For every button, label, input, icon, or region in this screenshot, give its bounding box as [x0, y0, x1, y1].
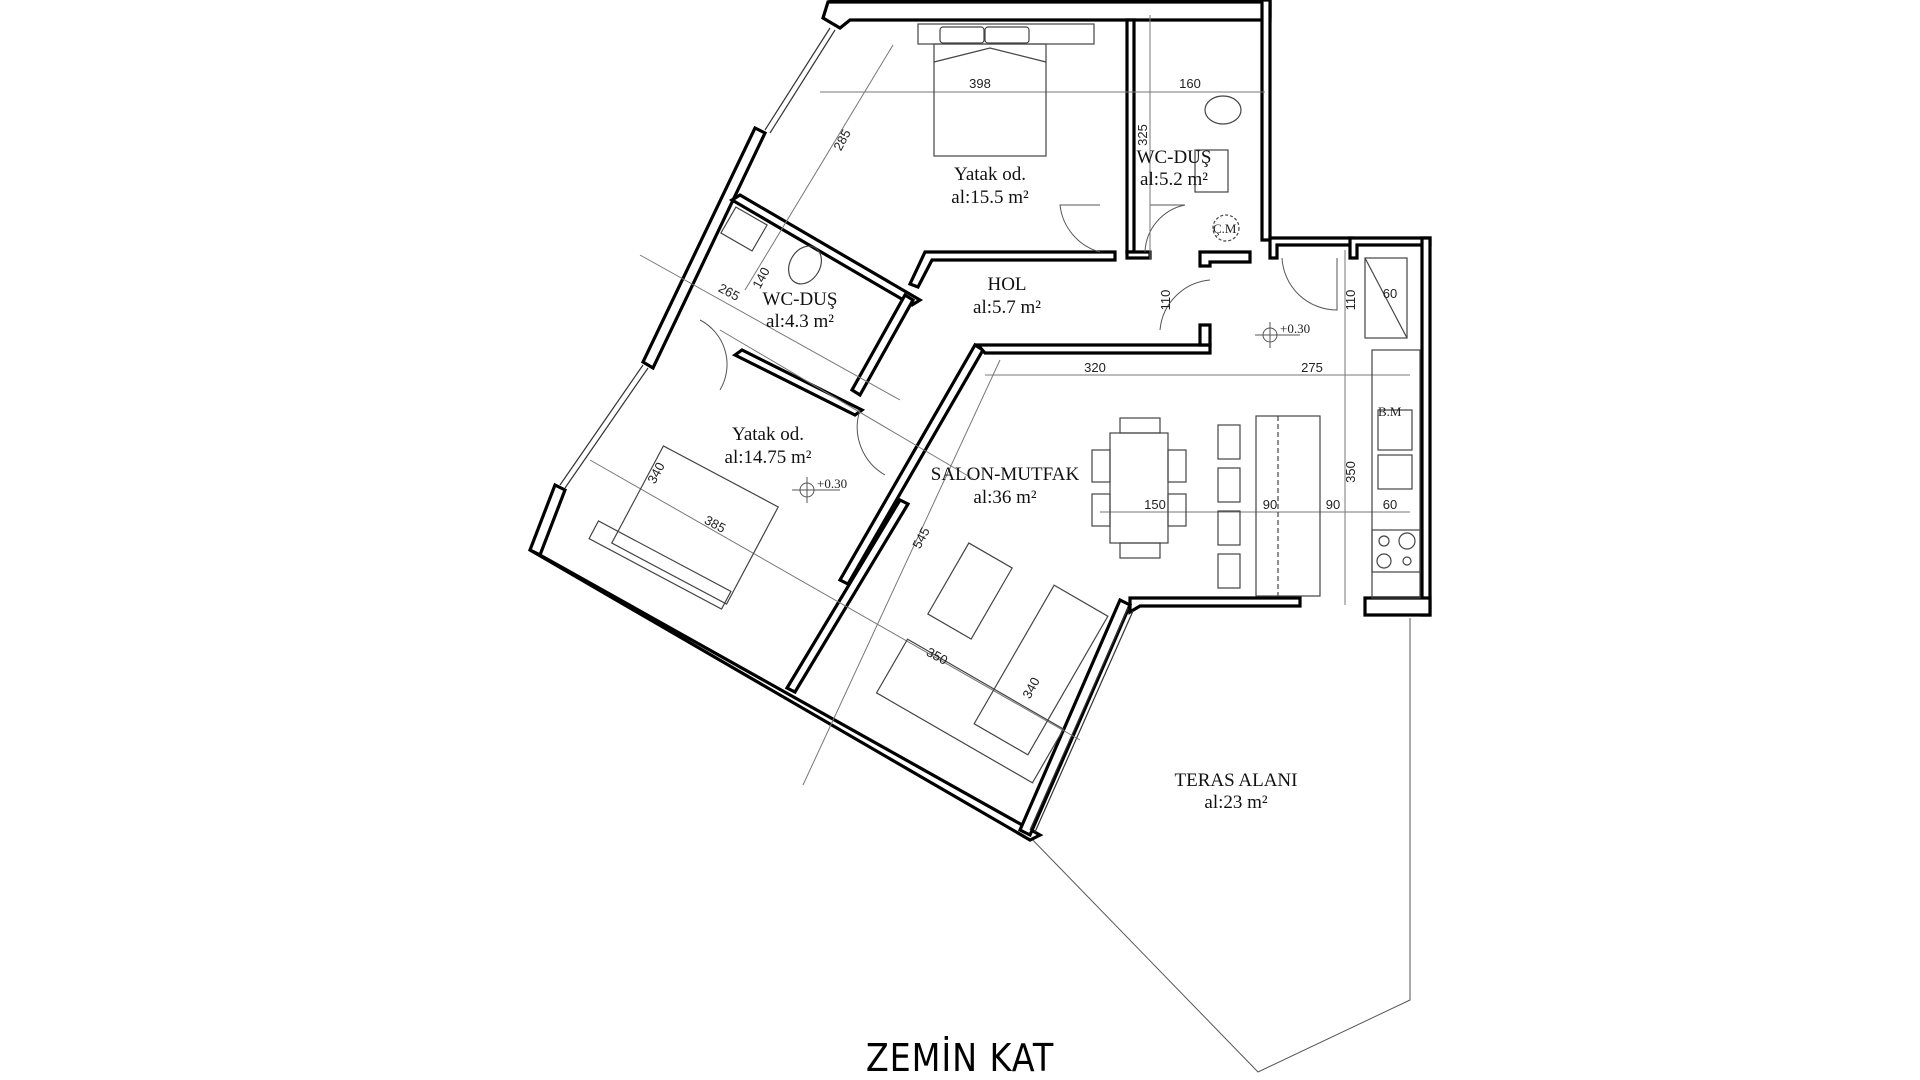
svg-text:140: 140 [749, 265, 772, 291]
dimension-lines [589, 15, 1410, 786]
svg-text:385: 385 [702, 512, 728, 535]
svg-text:150: 150 [1144, 497, 1166, 512]
svg-text:285: 285 [830, 127, 853, 153]
room-name-teras: TERAS ALANI [1175, 770, 1298, 791]
room-name-wc-dus-1: WC-DUŞ [1137, 147, 1212, 168]
room-labels: Yatak od. al:15.5 m² WC-DUŞ al:5.2 m² WC… [725, 147, 1298, 813]
room-area-teras: al:23 m² [1204, 792, 1268, 813]
svg-text:350: 350 [1343, 461, 1358, 483]
room-area-bedroom-1: al:15.5 m² [951, 187, 1029, 208]
svg-text:110: 110 [1158, 290, 1173, 311]
svg-text:90: 90 [1263, 497, 1277, 512]
doors [699, 204, 1338, 476]
svg-text:275: 275 [1301, 360, 1323, 375]
level-markers: +0.30 +0.30 Ç.M B.M [792, 221, 1402, 503]
level-marker-icon [792, 477, 840, 503]
room-area-wc-dus-2: al:4.3 m² [766, 311, 834, 332]
floor-title: ZEMİN KAT [865, 1036, 1055, 1080]
svg-text:325: 325 [1135, 124, 1150, 146]
walls [527, 0, 1432, 842]
room-name-bedroom-1: Yatak od. [954, 164, 1026, 185]
svg-text:Ç.M: Ç.M [1213, 221, 1237, 236]
terrace-outline [1024, 618, 1411, 1073]
svg-text:B.M: B.M [1378, 404, 1402, 419]
furniture [588, 23, 1421, 784]
svg-text:350: 350 [924, 644, 950, 667]
windows [559, 27, 1134, 833]
svg-text:320: 320 [1084, 360, 1106, 375]
svg-text:+0.30: +0.30 [1280, 321, 1310, 336]
svg-text:398: 398 [969, 76, 991, 91]
level-marker-icon [1255, 322, 1300, 348]
room-area-salon-mutfak: al:36 m² [973, 487, 1037, 508]
room-name-bedroom-2: Yatak od. [732, 424, 804, 445]
svg-text:265: 265 [716, 280, 742, 303]
svg-text:110: 110 [1343, 290, 1358, 311]
svg-text:60: 60 [1383, 497, 1397, 512]
svg-text:60: 60 [1383, 286, 1397, 301]
room-area-hol: al:5.7 m² [973, 297, 1041, 318]
room-name-wc-dus-2: WC-DUŞ [763, 289, 838, 310]
room-area-bedroom-2: al:14.75 m² [725, 447, 812, 468]
room-name-hol: HOL [987, 274, 1026, 295]
svg-text:90: 90 [1326, 497, 1340, 512]
room-area-wc-dus-1: al:5.2 m² [1140, 169, 1208, 190]
svg-text:340: 340 [1019, 675, 1042, 701]
svg-text:340: 340 [644, 460, 667, 486]
svg-text:160: 160 [1179, 76, 1201, 91]
room-name-salon-mutfak: SALON-MUTFAK [931, 464, 1080, 485]
svg-text:+0.30: +0.30 [817, 476, 847, 491]
